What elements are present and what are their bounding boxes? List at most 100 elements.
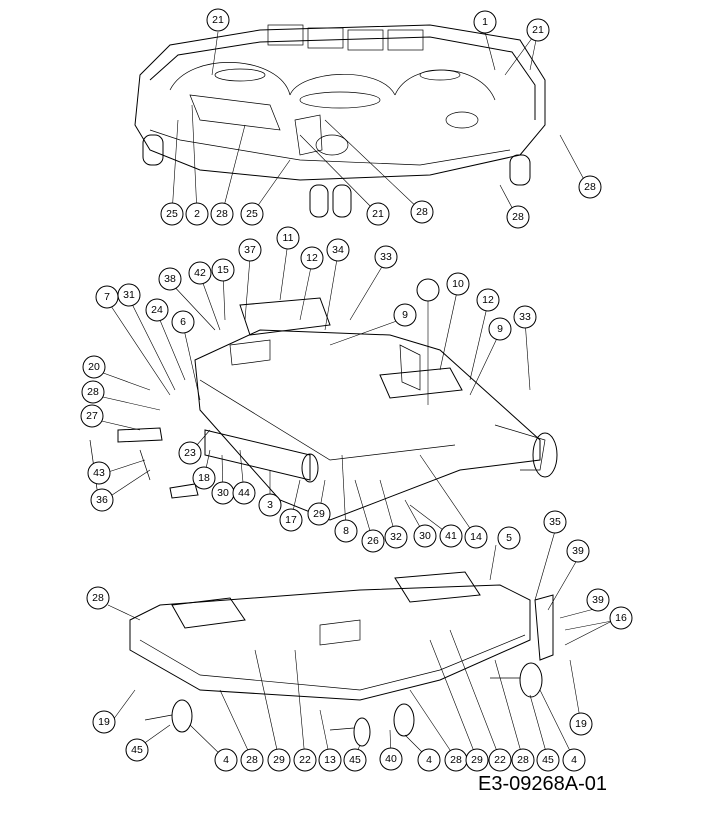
callout: 25 [240,202,264,226]
callout: 41 [439,524,463,548]
callout: 28 [81,380,105,404]
callout: 13 [318,748,342,772]
callout: 39 [586,588,610,612]
svg-text:5: 5 [506,532,512,544]
callout: 28 [444,748,468,772]
svg-text:27: 27 [86,410,98,422]
callout: 25 [160,202,184,226]
svg-text:45: 45 [131,744,143,756]
svg-text:30: 30 [217,487,229,499]
svg-text:25: 25 [166,208,178,220]
diagram-code: E3-09268A-01 [478,773,607,795]
svg-text:4: 4 [571,754,577,766]
svg-text:31: 31 [123,289,135,301]
svg-text:41: 41 [445,530,457,542]
callout: 34 [326,238,350,262]
callout: 43 [87,461,111,485]
svg-text:10: 10 [452,278,464,290]
svg-text:28: 28 [92,592,104,604]
svg-text:11: 11 [283,232,294,244]
callout: 7 [95,285,119,309]
callout: 9 [488,317,512,341]
svg-text:37: 37 [244,244,256,256]
svg-text:12: 12 [482,294,494,306]
callout: 45 [536,748,560,772]
callout: 29 [465,748,489,772]
callout: 28 [506,205,530,229]
callout: 12 [476,288,500,312]
callout: 37 [238,238,262,262]
callout: 28 [511,748,535,772]
svg-text:25: 25 [246,208,258,220]
callout: 6 [171,310,195,334]
svg-text:29: 29 [273,754,285,766]
svg-text:28: 28 [87,386,99,398]
callout: 28 [240,748,264,772]
blank-callout [416,278,440,302]
svg-text:16: 16 [615,612,627,624]
svg-text:28: 28 [584,181,596,193]
callout: 20 [82,355,106,379]
svg-text:43: 43 [93,467,105,479]
svg-text:19: 19 [575,718,587,730]
svg-text:30: 30 [419,530,431,542]
svg-text:13: 13 [324,754,336,766]
svg-text:1: 1 [482,16,488,28]
svg-text:22: 22 [494,754,506,766]
svg-text:26: 26 [367,535,379,547]
svg-text:42: 42 [194,267,206,279]
callout: 22 [293,748,317,772]
callout: 17 [279,508,303,532]
callout: 1 [473,10,497,34]
svg-text:44: 44 [238,487,250,499]
svg-text:19: 19 [98,716,110,728]
callout: 32 [384,525,408,549]
svg-text:34: 34 [332,244,344,256]
callout: 31 [117,283,141,307]
callout: 3 [258,493,282,517]
svg-text:28: 28 [416,206,428,218]
svg-text:38: 38 [164,273,176,285]
callout: 40 [379,747,403,771]
svg-text:9: 9 [402,309,408,321]
svg-text:39: 39 [592,594,604,606]
svg-text:22: 22 [299,754,311,766]
svg-text:21: 21 [372,208,384,220]
svg-text:36: 36 [96,494,108,506]
svg-text:40: 40 [385,753,397,765]
svg-text:39: 39 [572,545,584,557]
svg-text:8: 8 [343,525,349,537]
callout: 11 [276,226,300,250]
svg-text:21: 21 [212,14,224,26]
callout: 18 [192,466,216,490]
svg-text:33: 33 [380,251,392,263]
svg-text:20: 20 [88,361,100,373]
svg-text:33: 33 [519,311,531,323]
callout: 35 [543,510,567,534]
callout: 33 [374,245,398,269]
callout: 2 [185,202,209,226]
svg-text:28: 28 [517,754,529,766]
svg-text:21: 21 [532,24,544,36]
callout: 19 [569,712,593,736]
callout: 36 [90,488,114,512]
callout: 42 [188,261,212,285]
callout: 27 [80,404,104,428]
callout: 5 [497,526,521,550]
callout: 15 [211,258,235,282]
svg-text:29: 29 [313,508,325,520]
callout: 12 [300,246,324,270]
svg-text:2: 2 [194,208,200,220]
callout: 29 [267,748,291,772]
svg-text:23: 23 [184,447,196,459]
callout: 23 [178,441,202,465]
callout: 39 [566,539,590,563]
callout: 29 [307,502,331,526]
top-deck-assembly [134,24,589,218]
svg-text:28: 28 [450,754,462,766]
callout: 28 [86,586,110,610]
svg-text:45: 45 [542,754,554,766]
svg-text:24: 24 [151,304,163,316]
svg-text:35: 35 [549,516,561,528]
